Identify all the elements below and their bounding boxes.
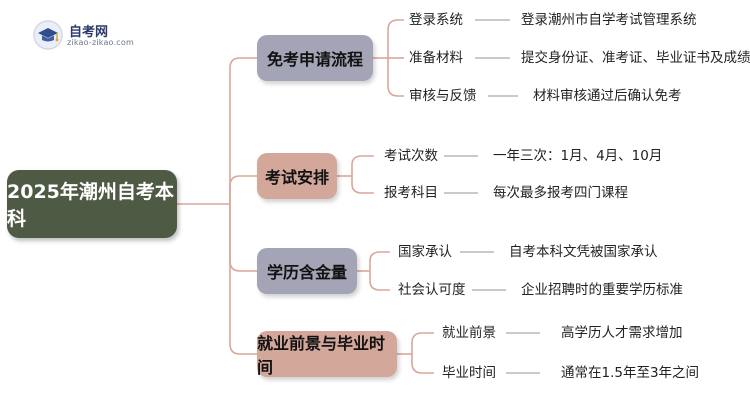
logo-title: 自考网 bbox=[69, 25, 109, 40]
leaf-value: 通常在1.5年至3年之间 bbox=[561, 365, 700, 381]
leaf-value: 每次最多报考四门课程 bbox=[493, 185, 628, 201]
leaf-value: 企业招聘时的重要学历标准 bbox=[521, 282, 683, 298]
link-leaf-2-1 bbox=[351, 155, 374, 176]
link-branch-3 bbox=[229, 204, 257, 272]
leaf-label: 国家承认 bbox=[398, 244, 452, 260]
branch-degree-value: 学历含金量 bbox=[257, 248, 357, 294]
link-branch-1 bbox=[229, 57, 257, 204]
leaf-value: 自考本科文凭被国家承认 bbox=[509, 244, 658, 260]
logo-url: zikao-zikao.com bbox=[67, 38, 134, 47]
link-leaf-3-2 bbox=[369, 271, 390, 291]
root-node: 2025年潮州自考本科 bbox=[7, 170, 177, 238]
link-leaf-4-1 bbox=[411, 332, 434, 354]
branch-exemption-process: 免考申请流程 bbox=[257, 35, 373, 81]
leaf-label: 报考科目 bbox=[384, 185, 438, 201]
leaf-label: 考试次数 bbox=[384, 148, 438, 164]
leaf-label: 审核与反馈 bbox=[409, 88, 477, 104]
leaf-label: 毕业时间 bbox=[442, 365, 496, 381]
link-leaf-1-1 bbox=[387, 19, 404, 58]
leaf-value: 一年三次：1月、4月、10月 bbox=[493, 148, 663, 164]
leaf-value: 提交身份证、准考证、毕业证书及成绩表 bbox=[521, 50, 750, 66]
leaf-label: 就业前景 bbox=[442, 325, 496, 341]
link-leaf-2-2 bbox=[351, 176, 374, 194]
link-branch-2 bbox=[229, 175, 257, 204]
leaf-label: 准备材料 bbox=[409, 50, 463, 66]
branch-exam-schedule: 考试安排 bbox=[257, 153, 337, 199]
graduation-cap-icon bbox=[33, 20, 63, 50]
link-leaf-4-2 bbox=[411, 354, 434, 374]
leaf-value: 材料审核通过后确认免考 bbox=[533, 88, 682, 104]
link-leaf-3-1 bbox=[369, 251, 390, 271]
link-leaf-1-3 bbox=[387, 58, 404, 97]
leaf-value: 高学历人才需求增加 bbox=[561, 325, 683, 341]
link-branch-4 bbox=[229, 204, 257, 355]
leaf-label: 社会认可度 bbox=[398, 282, 466, 298]
leaf-label: 登录系统 bbox=[409, 12, 463, 28]
branch-employment-graduation: 就业前景与毕业时间 bbox=[257, 331, 397, 377]
leaf-value: 登录潮州市自学考试管理系统 bbox=[521, 12, 697, 28]
site-logo: 自考网 zikao-zikao.com bbox=[33, 20, 163, 50]
